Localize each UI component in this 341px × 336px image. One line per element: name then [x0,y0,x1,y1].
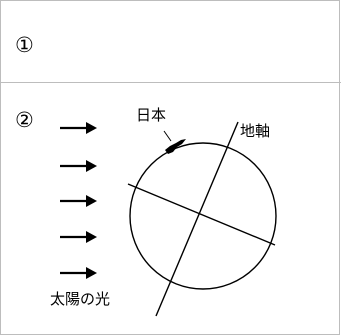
sunlight-arrow [60,267,97,279]
sunlight-label: 太陽の光 [50,290,111,308]
section-number-2: ② [15,108,34,132]
earth-circle [129,142,277,290]
section-divider [0,82,341,83]
section-number-1: ① [15,33,34,57]
earth-axis-label: 地軸 [240,122,271,140]
sunlight-arrows [60,122,97,279]
sunlight-arrow [60,160,97,172]
japan-marker [163,130,186,154]
sunlight-arrow [60,195,97,207]
earth-axis-line [155,121,239,317]
equator-line [127,183,276,246]
sunlight-arrow [60,231,97,243]
sunlight-arrow [60,122,97,134]
japan-label: 日本 [136,106,167,124]
